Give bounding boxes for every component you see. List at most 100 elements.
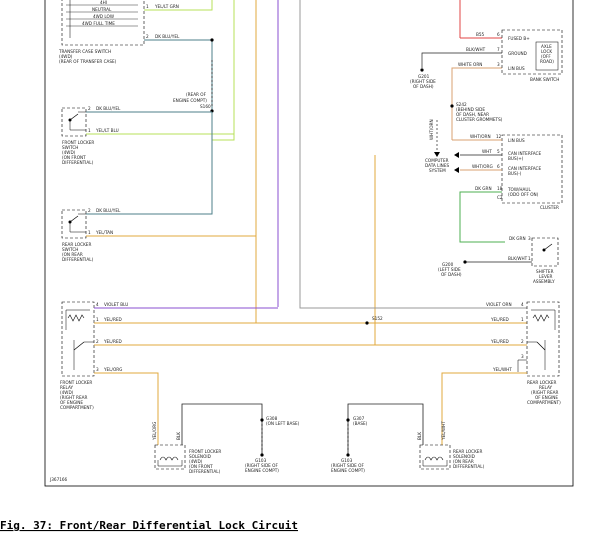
bcm-name: BANK SWITCH (530, 77, 559, 82)
front-locker-solenoid: FRONT LOCKER SOLENOID (4WD) (ON FRONT DI… (154, 444, 221, 474)
fl-wire-dkblu: DK BLU/YEL (96, 106, 121, 111)
junction-dot (210, 38, 214, 42)
fl-pin2: 2 (88, 106, 91, 111)
axle-label-3: (OFF (541, 54, 551, 59)
rear-eng-label: (REAR OF (186, 92, 207, 97)
cl-pin18: 18 (497, 186, 503, 191)
rear-eng-label2: ENGINE COMPT) (173, 98, 207, 103)
sw-4wd-low-label: 4WD LOW (93, 14, 114, 19)
g307-dot (346, 418, 350, 422)
rs-label-4: DIFFERENTIAL) (453, 464, 485, 469)
wire-fr-yelorg (94, 372, 159, 445)
rl-wire-dkblu: DK BLU/YEL (96, 208, 121, 213)
g201-label: G201 (418, 74, 430, 79)
s242-loc1: (BEHIND SIDE (456, 107, 485, 112)
cdl-label-1: COMPUTER (425, 158, 449, 163)
tc-switch-label: TRANSFER CASE SWITCH (58, 49, 111, 54)
sh-pin1: 1 (528, 256, 531, 261)
fs-wire-blk: BLK (176, 432, 181, 440)
fs-label-1: FRONT LOCKER (189, 449, 221, 454)
fr-label-6: COMPARTMENT) (60, 405, 94, 410)
cl-towhaul: TOW/HAUL (507, 187, 531, 192)
axle-lock-box (535, 41, 559, 71)
cl-pin5: 5 (497, 149, 500, 154)
wire-rs-blk (347, 403, 424, 455)
g308-dot (260, 418, 264, 422)
g103-label: G103 (255, 458, 267, 463)
fl-label-4: (ON FRONT (62, 155, 86, 160)
cl-c2: C2 (497, 195, 503, 200)
s242-dot (450, 104, 454, 108)
rl-label-2: SWITCH (62, 247, 78, 252)
bcm-fused: FUSED B+ (508, 36, 530, 41)
sw-4hi-label: 4HI (100, 0, 107, 5)
fl-label-1: FRONT LOCKER (62, 140, 94, 145)
sw-neutral-label: NEUTRAL (92, 7, 112, 12)
cl-wire-whtorn: WHT/ORN (470, 134, 491, 139)
transfer-case-switch: 4HI NEUTRAL 4WD LOW 4WD FULL TIME TRANSF… (58, 0, 145, 64)
axle-label-2: LOCK (541, 49, 552, 54)
rr-pin1: 1 (521, 317, 524, 322)
cl-wire-dkgrn: DK GRN (475, 186, 492, 191)
fr-wire-violet: VIOLET BLU (104, 302, 128, 307)
g103-dot (260, 453, 264, 457)
bcm-pin6: 6 (497, 32, 500, 37)
wire-yelgrn-trunk (144, 0, 235, 141)
shifter-box (531, 237, 559, 267)
cl-pin6: 6 (497, 164, 500, 169)
rl-label-3: (ON REAR (62, 252, 83, 257)
rl-pin2: 2 (88, 208, 91, 213)
tc-location-label: (REAR OF TRANSFER CASE) (59, 59, 117, 64)
fl-wire-yelblu: YEL/LT BLU (95, 128, 119, 133)
cl-towhaul2: (ODO OFF ON) (508, 192, 539, 197)
g201-location: (RIGHT SIDE (410, 79, 436, 84)
g103r-label: G103 (341, 458, 353, 463)
wire-dkbluyel-label: DK BLU/YEL (155, 34, 180, 39)
rr-wire-yelred2: YEL/RED (490, 339, 509, 344)
g200-location: (LEFT SIDE (438, 267, 461, 272)
rr-wire-yelred1: YEL/RED (490, 317, 509, 322)
g103-location2: ENGINE COMPT) (245, 468, 279, 473)
figure-caption: Fig. 37: Front/Rear Differential Lock Ci… (0, 519, 298, 532)
g308-location: (ON LEFT BASE) (266, 421, 300, 426)
fr-label-3: (4WD) (60, 390, 74, 395)
axle-label-4: ROAD) (540, 59, 554, 64)
g307-location: (BASE) (353, 421, 368, 426)
g103r-location: (RIGHT SIDE OF (331, 463, 364, 468)
cl-canminus: CAN INTERFACE (508, 166, 541, 171)
rs-wire-blk: BLK (417, 432, 422, 440)
axle-label-1: AXLE (541, 44, 552, 49)
g200-location2: OF DASH) (441, 272, 462, 277)
cl-wire-wht: WHT (482, 149, 492, 154)
bcm-box (501, 29, 563, 75)
fr-pin3: 3 (96, 367, 99, 372)
rl-wire-yeltan: YEL/TAN (95, 230, 113, 235)
fr-label-1: FRONT LOCKER (60, 380, 92, 385)
g201-location2: OF DASH) (413, 84, 434, 89)
shifter-switch-arm (543, 243, 553, 251)
rl-label-1: REAR LOCKER (62, 242, 91, 247)
ref-code: J367166 (49, 477, 68, 482)
rear-locker-relay: REAR LOCKER RELAY (RIGHT REAR OF ENGINE … (526, 301, 561, 405)
rr-pin3: 3 (521, 354, 524, 359)
bcm-ground: GROUND (508, 51, 527, 56)
fs-label-4: (ON FRONT (189, 464, 213, 469)
s242-label: S242 (456, 102, 467, 107)
bcm-pin7: 7 (497, 47, 500, 52)
rr-pin2: 2 (521, 339, 524, 344)
splice-s160: S160 (200, 104, 211, 109)
cl-canplus2: BUS(+) (508, 156, 524, 161)
fr-pin1: 1 (96, 317, 99, 322)
sh-label-2: LEVER (539, 274, 552, 279)
rs-wire-yelwht: YEL/WHT (441, 421, 446, 441)
bcm-linbus: LIN BUS (508, 66, 525, 71)
arrow-left-icon (454, 152, 459, 158)
rear-locker-switch: REAR LOCKER SWITCH (ON REAR DIFFERENTIAL… (61, 209, 94, 262)
g103r-location2: ENGINE COMPT) (331, 468, 365, 473)
cluster-box (501, 134, 563, 204)
cl-linbus: LIN BUS (508, 138, 525, 143)
wire-fs-blk (181, 403, 263, 455)
fs-wire-yelorg: YEL/ORG (152, 422, 157, 441)
arrow-down-icon (434, 152, 440, 157)
